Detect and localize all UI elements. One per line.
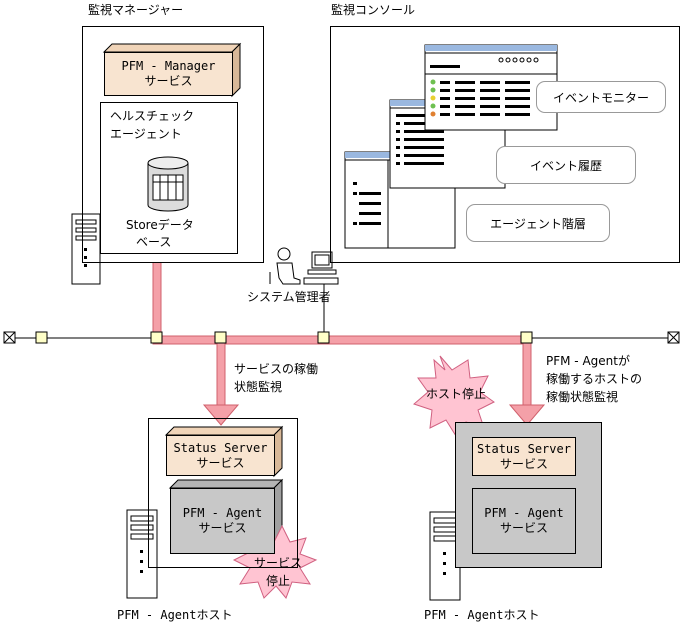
service-monitor-line2: 状態監視 xyxy=(234,380,283,394)
agent-hierarchy-label: エージェント階層 xyxy=(466,204,610,242)
store-db-line1: Storeデータ xyxy=(126,218,194,232)
pfm-manager-service-line2: サービス xyxy=(144,74,193,88)
host-monitor-line2: 稼働するホストの xyxy=(546,372,643,386)
admin-label: システム管理者 xyxy=(247,290,331,304)
console-windows xyxy=(344,44,558,249)
host-right-label: PFM - Agentホスト xyxy=(424,608,540,622)
host-left-pfm-agent-line2: サービス xyxy=(198,521,247,535)
manager-title: 監視マネージャー xyxy=(88,3,184,17)
agent-hierarchy-text: エージェント階層 xyxy=(490,216,586,231)
console-title: 監視コンソール xyxy=(331,3,416,17)
service-monitor-line1: サービスの稼働 xyxy=(234,362,319,376)
host-left-frame xyxy=(148,418,298,568)
event-monitor-label: イベントモニター xyxy=(536,81,666,113)
network-terminator-left xyxy=(3,331,16,344)
network-nodes xyxy=(35,331,533,344)
host-right-status-server-line1: Status Server xyxy=(477,441,571,456)
host-stop-text: ホスト停止 xyxy=(425,387,486,401)
health-check-agent-line2: エージェント xyxy=(110,127,182,141)
pfm-manager-service-line1: PFM - Manager xyxy=(121,59,216,73)
host-right-pfm-agent: PFM - Agent サービス xyxy=(472,488,576,554)
host-monitor-line1: PFM - Agentが xyxy=(546,354,630,368)
host-right-pfm-agent-line2: サービス xyxy=(499,521,548,535)
manager-frame xyxy=(82,26,264,263)
console-frame xyxy=(330,26,680,263)
network-terminator-right xyxy=(667,331,680,344)
service-stop-line2: 停止 xyxy=(265,574,290,588)
store-db-line2: ベース xyxy=(136,235,172,249)
host-left-status-server-line2: サービス xyxy=(196,455,245,470)
host-monitor-line3: 稼働状態監視 xyxy=(546,390,619,404)
host-right-pfm-agent-line1: PFM - Agent xyxy=(484,506,564,520)
host-left-pfm-agent-line1: PFM - Agent xyxy=(182,506,263,520)
manager-server-icon xyxy=(71,213,101,285)
store-database-icon xyxy=(147,156,189,212)
host-left-label: PFM - Agentホスト xyxy=(117,608,233,622)
pfm-manager-service: PFM - Manager サービス xyxy=(104,52,233,96)
service-stop-line1: サービス xyxy=(254,556,303,570)
host-left-pfm-agent: PFM - Agent サービス xyxy=(170,488,275,554)
event-monitor-text: イベントモニター xyxy=(552,90,649,105)
host-left-status-server-line1: Status Server xyxy=(173,440,268,455)
health-check-agent-frame xyxy=(100,102,238,254)
monitoring-path xyxy=(152,262,546,426)
event-history-label: イベント履歴 xyxy=(496,146,636,184)
health-check-agent-line1: ヘルスチェック xyxy=(110,109,195,123)
host-right-status-server: Status Server サービス xyxy=(472,437,576,476)
admin-icon xyxy=(269,247,339,285)
host-left-status-server: Status Server サービス xyxy=(166,435,275,476)
event-history-text: イベント履歴 xyxy=(529,158,602,173)
host-right-status-server-line2: サービス xyxy=(499,456,548,471)
host-left-server-icon xyxy=(126,509,158,599)
